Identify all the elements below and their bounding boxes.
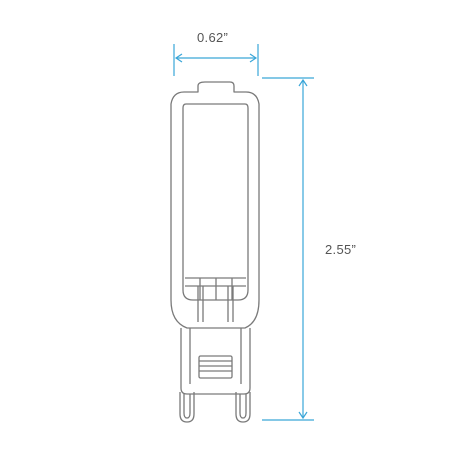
bulb-outline bbox=[170, 81, 260, 423]
height-dimension-label: 2.55” bbox=[325, 242, 357, 257]
glass-envelope-outer bbox=[170, 81, 260, 329]
inner-lead-left bbox=[197, 286, 204, 322]
pin-right bbox=[235, 392, 251, 423]
height-dimension bbox=[262, 77, 314, 421]
pin-left bbox=[179, 392, 195, 423]
base-chip bbox=[198, 355, 233, 379]
base-chip-lines bbox=[199, 360, 232, 372]
led-base-strip bbox=[185, 277, 246, 300]
base-inner-wall bbox=[189, 328, 242, 384]
glass-envelope-inner bbox=[182, 103, 249, 301]
inner-lead-right bbox=[227, 286, 234, 322]
width-arrow-right bbox=[249, 53, 258, 63]
width-arrow-left bbox=[174, 53, 183, 63]
height-arrow-bottom bbox=[298, 411, 308, 420]
width-dimension bbox=[173, 44, 259, 76]
pin-left-inner bbox=[183, 394, 191, 419]
pin-right-inner bbox=[239, 394, 247, 419]
base-body bbox=[180, 328, 251, 395]
height-arrow-top bbox=[298, 78, 308, 87]
width-dimension-label: 0.62” bbox=[197, 30, 229, 45]
